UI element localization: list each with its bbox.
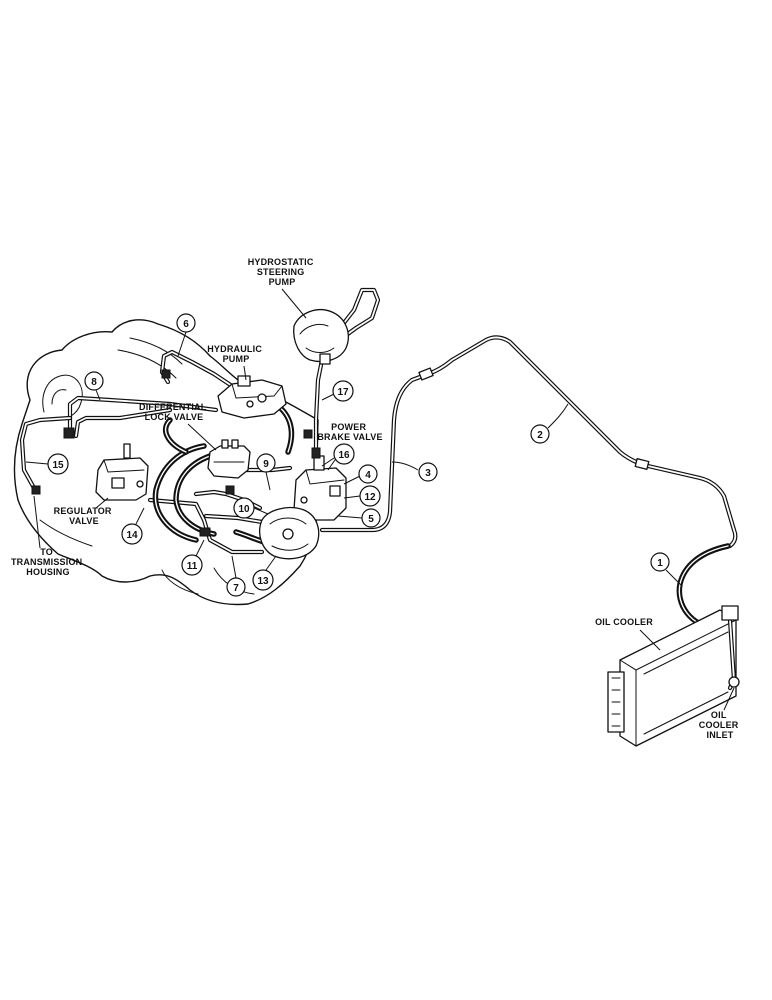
callout-1: 1 [650,552,683,587]
callout-11: 11 [181,539,205,576]
differential-lock-valve [207,439,251,479]
callout-17: 17 [321,380,354,402]
regulator-valve [95,443,149,501]
callout-2: 2 [530,403,569,444]
label-oil-cooler-inlet: OIL COOLER INLET [699,710,741,740]
svg-text:14: 14 [126,530,138,541]
diagram-labels: HYDROSTATIC STEERING PUMP HYDRAULIC PUMP… [11,257,741,740]
label-oil-cooler: OIL COOLER [595,617,653,627]
callout-15: 15 [25,453,69,475]
label-differential-lock-valve: DIFFERENTIAL LOCK VALVE [139,402,209,422]
hydrostatic-steering-pump [293,309,349,365]
label-hydrostatic-steering-pump: HYDROSTATIC STEERING PUMP [248,257,317,287]
svg-text:11: 11 [187,561,198,572]
label-leaders [33,288,735,711]
callout-10: 10 [233,497,269,519]
hydraulic-pump [217,375,287,419]
callouts: 1 2 3 4 5 6 7 [25,313,683,597]
callout-5: 5 [337,508,381,528]
fittings [31,369,321,537]
svg-text:7: 7 [233,583,239,594]
svg-text:16: 16 [338,450,350,461]
svg-text:3: 3 [425,468,431,479]
brake-valve-body [259,506,320,560]
svg-text:4: 4 [365,470,371,481]
svg-text:17: 17 [337,387,349,398]
callout-9: 9 [256,453,276,491]
svg-text:6: 6 [183,319,189,330]
svg-text:8: 8 [91,377,97,388]
svg-text:10: 10 [238,504,250,515]
svg-text:1: 1 [657,558,663,569]
callout-14: 14 [121,507,145,545]
callout-16: 16 [321,443,355,467]
callout-6: 6 [176,313,196,357]
callout-12: 12 [343,485,381,507]
svg-text:9: 9 [263,459,269,470]
svg-text:2: 2 [537,430,543,441]
callout-13: 13 [252,555,277,591]
svg-text:13: 13 [257,576,269,587]
label-to-transmission-housing: TO TRANSMISSION HOUSING [11,547,85,577]
oil-cooler [607,605,740,747]
svg-text:5: 5 [368,514,374,525]
svg-text:15: 15 [52,460,64,471]
callout-7: 7 [226,555,246,597]
label-regulator-valve: REGULATOR VALVE [54,506,115,526]
callout-4: 4 [343,464,378,485]
svg-text:12: 12 [364,492,376,503]
callout-8: 8 [84,371,104,401]
callout-3: 3 [391,461,438,482]
label-power-brake-valve: POWER BRAKE VALVE [317,422,382,442]
label-hydraulic-pump: HYDRAULIC PUMP [207,344,265,364]
